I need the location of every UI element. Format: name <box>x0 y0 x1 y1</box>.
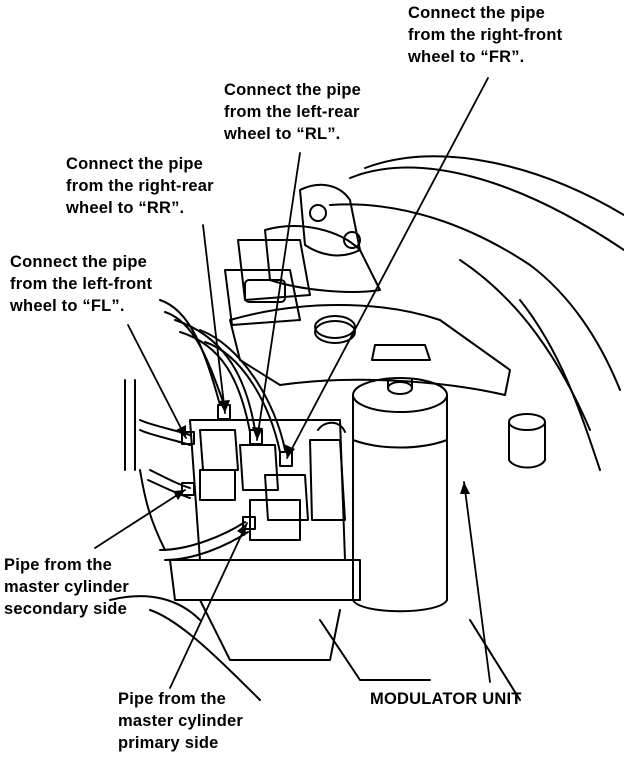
callout-rr: Connect the pipe from the right-rear whe… <box>66 155 214 217</box>
side-cylinder <box>508 413 546 469</box>
pipe-fittings <box>181 404 293 530</box>
modulator-cylinder <box>352 377 448 613</box>
leader-lines <box>94 77 491 689</box>
callout-fr: Connect the pipe from the right-front wh… <box>408 4 563 66</box>
arrowheads <box>173 400 470 536</box>
callout-primary: Pipe from the master cylinder primary si… <box>118 690 243 752</box>
callout-rl: Connect the pipe from the left-rear whee… <box>224 81 362 143</box>
lower-structure <box>109 595 521 701</box>
callout-fl: Connect the pipe from the left-front whe… <box>10 253 153 315</box>
callout-secondary: Pipe from the master cylinder secondary … <box>4 556 129 618</box>
valve-block <box>169 419 361 661</box>
callout-modulator-unit: MODULATOR UNIT <box>370 690 522 708</box>
fender-outline <box>329 155 624 471</box>
